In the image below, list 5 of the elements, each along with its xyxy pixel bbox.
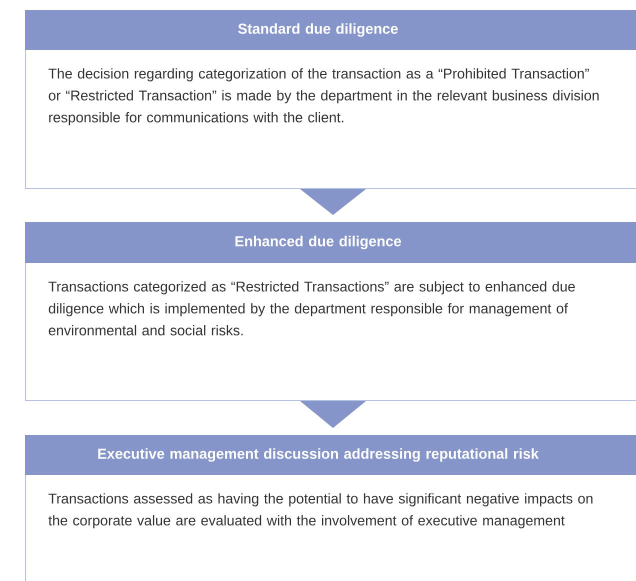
stage-box: Standard due diligence The decision regarding categorization of the transaction as a “Prohibited Transaction” or “Restricted Transaction” is made by the department in the relevant business division responsible for communications with the client.	[25, 10, 636, 189]
arrow	[300, 401, 366, 428]
stage-box: Executive management discussion addressing reputational risk Transactions assessed as having the potential to have significant negative impacts on the corporate value are evaluated with the involvement of executive management	[25, 435, 636, 581]
stage-box: Enhanced due diligence Transactions categorized as “Restricted Transactions” are subject to enhanced due diligence which is implemented by the department responsible for management of environmental and social risks.	[25, 222, 636, 401]
arrow	[300, 189, 366, 215]
